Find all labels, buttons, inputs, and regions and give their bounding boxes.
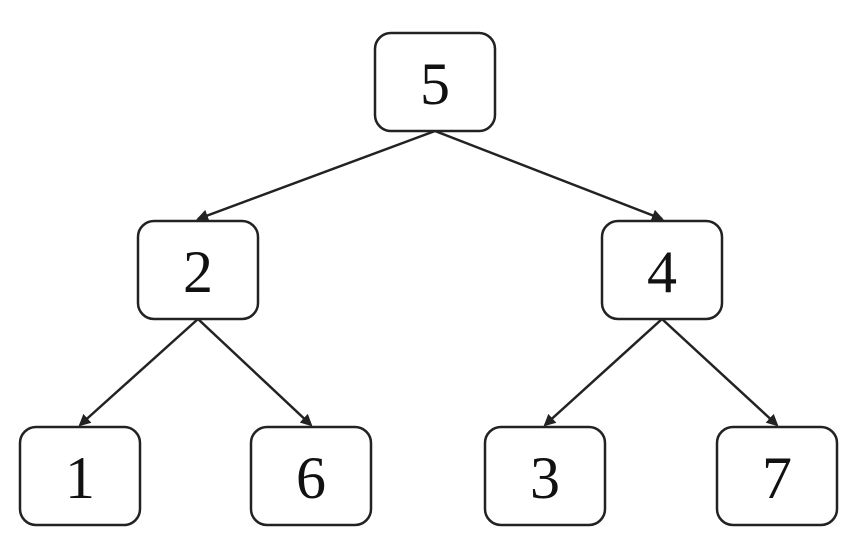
node-box	[373, 31, 497, 133]
edge-n5-n4	[434, 129, 664, 221]
tree-node-2: 2	[136, 219, 260, 321]
tree-node-7: 7	[715, 425, 839, 527]
edge-n2-n6	[197, 318, 313, 427]
tree-node-1: 1	[18, 425, 142, 527]
node-label: 6	[296, 445, 326, 511]
node-label: 7	[762, 445, 792, 511]
edge-n4-n3	[543, 318, 663, 427]
node-label: 5	[420, 51, 450, 117]
node-box	[18, 425, 142, 527]
node-label: 1	[65, 445, 95, 511]
tree-node-5: 5	[373, 31, 497, 133]
node-box	[600, 219, 724, 321]
node-label: 3	[530, 445, 560, 511]
node-box	[715, 425, 839, 527]
edge-n2-n1	[78, 318, 199, 427]
edges	[78, 129, 779, 427]
tree-node-4: 4	[600, 219, 724, 321]
node-box	[249, 425, 373, 527]
tree-node-6: 6	[249, 425, 373, 527]
node-box	[483, 425, 607, 527]
node-box	[136, 219, 260, 321]
edge-n4-n7	[661, 318, 779, 427]
edge-n5-n2	[196, 129, 436, 222]
tree-node-3: 3	[483, 425, 607, 527]
node-label: 2	[183, 239, 213, 305]
nodes: 5 2 4 1 6 3 7	[18, 31, 839, 527]
node-label: 4	[647, 239, 677, 305]
